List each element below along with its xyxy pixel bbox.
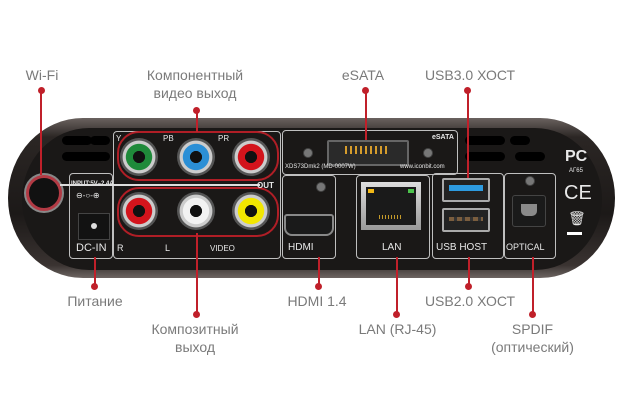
out-label: OUT [257,181,274,190]
model-number: XDS73Dmk2 (MD-0007W) [285,164,356,170]
vent-slot [90,136,110,145]
lan-led-yellow [368,189,374,193]
screw [303,148,313,158]
usb2-port[interactable] [442,208,490,232]
spdif-leader-dot [529,311,536,318]
usb3-leader-line [467,90,469,178]
weee-bar-icon [567,232,582,235]
screw [423,148,433,158]
esata-leader-dot [362,87,369,94]
component-leader-dot [193,107,200,114]
cert-code: АГ65 [569,168,583,174]
label-l: L [165,243,171,253]
component-video-label-line2: видео выход [153,85,237,101]
esata-pins [345,146,389,154]
power-label: Питание [67,293,123,309]
composite-leader-dot [193,311,200,318]
gost-r-mark-icon: PC [565,148,588,165]
lan-led-green [408,189,414,193]
label-r: R [117,243,124,253]
esata-label: eSATA [341,67,385,83]
usb2-tongue [449,217,483,221]
lan-text: LAN [382,242,402,253]
website-text: www.iconbit.com [400,164,445,170]
screw [316,182,326,192]
composite-l-jack [177,192,215,230]
composite-video-label-line1: Композитный [151,321,239,337]
label-pb: PB [163,134,174,143]
lan-port [361,182,421,230]
usb2-leader-dot [465,283,472,290]
component-y-jack [120,138,158,176]
component-leader-line [196,110,198,132]
power-leader-dot [91,283,98,290]
composite-video-label-line2: выход [175,339,215,355]
hdmi-box [282,175,336,259]
spdif-label-line2: (оптический) [491,339,574,355]
composite-video-jack [232,192,270,230]
spdif-label: SPDIF (оптический) [485,320,580,356]
power-leader-line [94,257,96,285]
component-video-label: Компонентный видео выход [130,66,260,102]
lan-label: LAN (RJ-45) [358,321,437,337]
component-highlight [117,131,279,181]
dc-in-text: DC-IN [76,242,107,254]
polarity-symbol: ⊖-○-⊕ [76,191,100,200]
lan-box [356,175,430,259]
lan-leader-dot [393,311,400,318]
usb3-tongue [449,185,483,191]
out-divider [60,184,260,186]
composite-highlight [117,187,279,237]
esata-port [327,140,409,166]
screw [525,176,535,186]
vent-slot [465,152,505,161]
hdmi-text: HDMI [288,242,314,253]
optical-box [504,173,556,259]
esata-box [282,130,458,175]
component-pb-jack [177,138,215,176]
spdif-label-line1: SPDIF [511,321,554,337]
wifi-antenna-connector [26,175,62,211]
weee-bin-icon: 🗑 [568,210,586,226]
composite-video-label: Композитный выход [145,320,245,356]
usb2-label: USB2.0 ХОСТ [424,293,516,309]
lan-leader-line [396,257,398,313]
vent-slot [62,152,110,161]
composite-leader-line [196,233,198,313]
dc-in-box [69,173,113,259]
label-y: Y [116,134,122,143]
label-video: VIDEO [210,244,235,253]
vent-slot [62,136,92,145]
label-pr: PR [218,134,230,143]
vent-slot [510,136,530,145]
usb-host-text: USB HOST [436,242,488,253]
dc-in-jack [78,213,110,240]
hdmi-label: HDMI 1.4 [287,293,347,309]
vent-slot [515,152,545,161]
hdmi-port [284,214,334,236]
usb3-label: USB3.0 ХОСТ [424,67,516,83]
esata-leader-line [365,90,367,140]
wifi-leader-dot [38,87,45,94]
dc-in-pin [91,223,97,229]
hdmi-leader-line [318,257,320,285]
composite-r-jack [120,192,158,230]
usb2-leader-line [468,257,470,285]
component-pr-jack [232,138,270,176]
component-video-label-line1: Компонентный [146,67,244,83]
wifi-label: Wi-Fi [25,67,59,83]
vent-slot [465,136,505,145]
esata-panel-label: eSATA [432,134,454,141]
optical-socket [521,204,537,216]
optical-port [512,195,546,227]
usb3-port[interactable] [442,178,490,202]
ce-mark-icon: CE [564,182,592,204]
hdmi-leader-dot [315,283,322,290]
optical-text: OPTICAL [506,242,545,252]
spdif-leader-line [532,257,534,313]
wifi-leader-line [40,90,42,175]
lan-pins [379,215,403,219]
usb3-leader-dot [464,87,471,94]
